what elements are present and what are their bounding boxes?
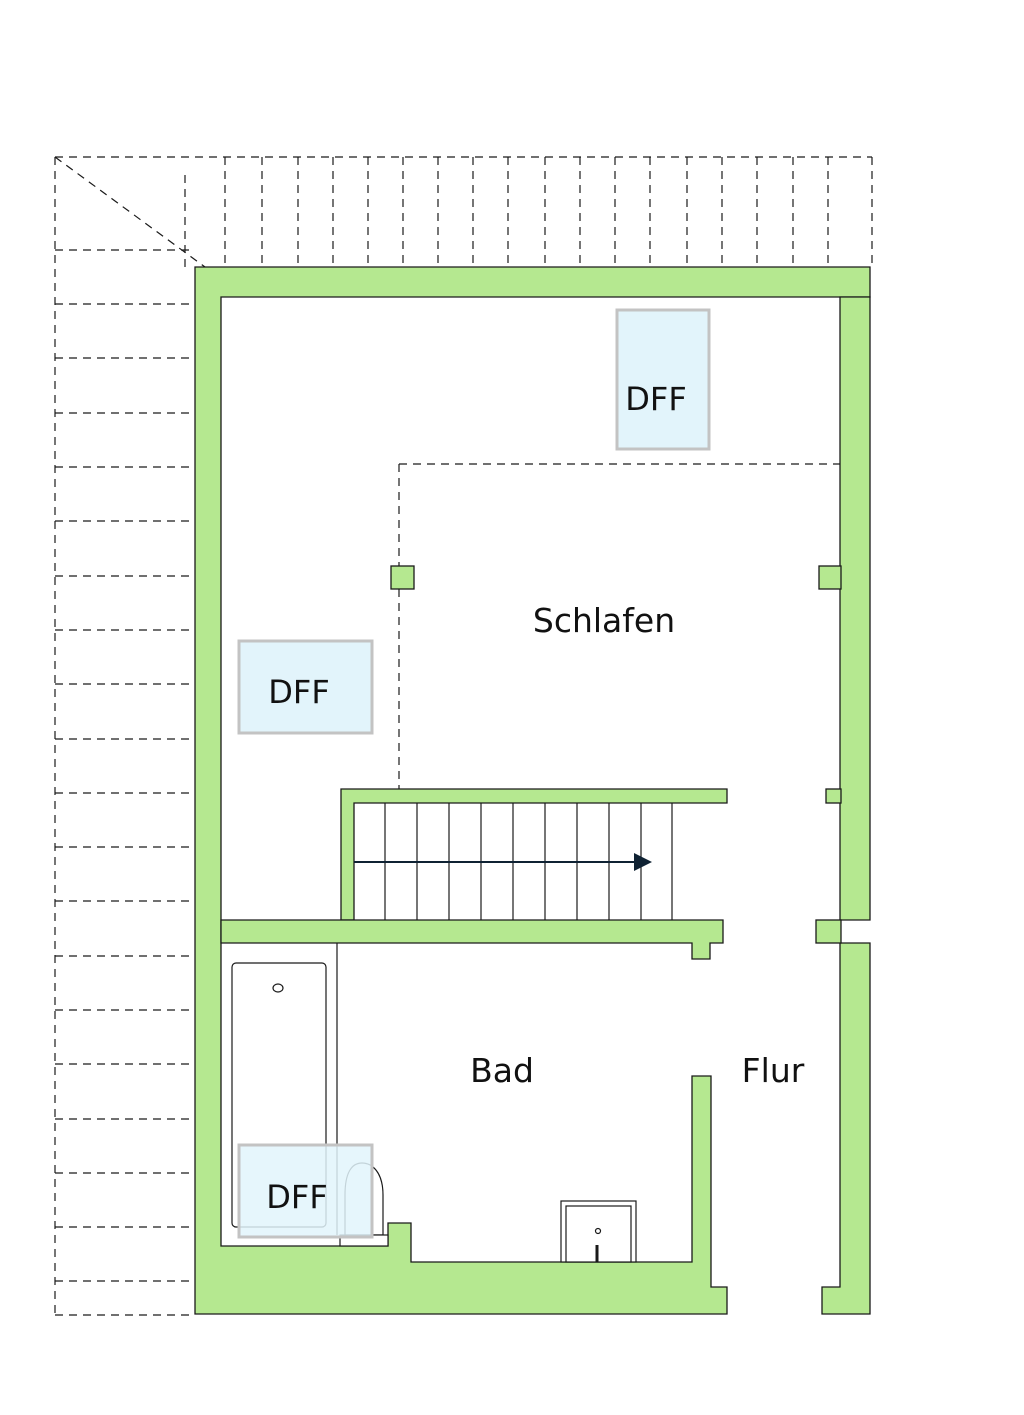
room-label-flur: Flur [742,1051,805,1090]
skylight-left-label: DFF [268,673,329,711]
wall-outer-left [194,266,871,1315]
wall-outer-right-lower [821,942,871,1315]
wall-pier-right-3 [815,919,842,944]
wall-pier-right-1 [818,565,842,590]
ceiling-height-line [398,463,840,789]
skylight-bath-label: DFF [266,1178,327,1216]
walls [194,266,871,1315]
wall-middle [220,919,724,960]
wall-pier-right-2 [825,788,842,804]
roof-overhang-top [54,156,873,268]
skylight-top: DFF [615,308,711,451]
roof-overhang-left [54,157,195,1316]
skylight-left: DFF [237,639,374,735]
stair-arrow [354,853,652,871]
wall-outer-right-upper [839,296,871,921]
skylight-bath: DFF [237,1143,374,1239]
skylight-top-label: DFF [625,380,686,418]
bathtub-drain-icon [272,983,284,993]
room-label-bad: Bad [470,1051,534,1090]
column [390,565,415,590]
room-label-schlafen: Schlafen [533,601,675,640]
shower-drain-icon [594,1227,602,1235]
wall-stairwell [340,788,728,921]
